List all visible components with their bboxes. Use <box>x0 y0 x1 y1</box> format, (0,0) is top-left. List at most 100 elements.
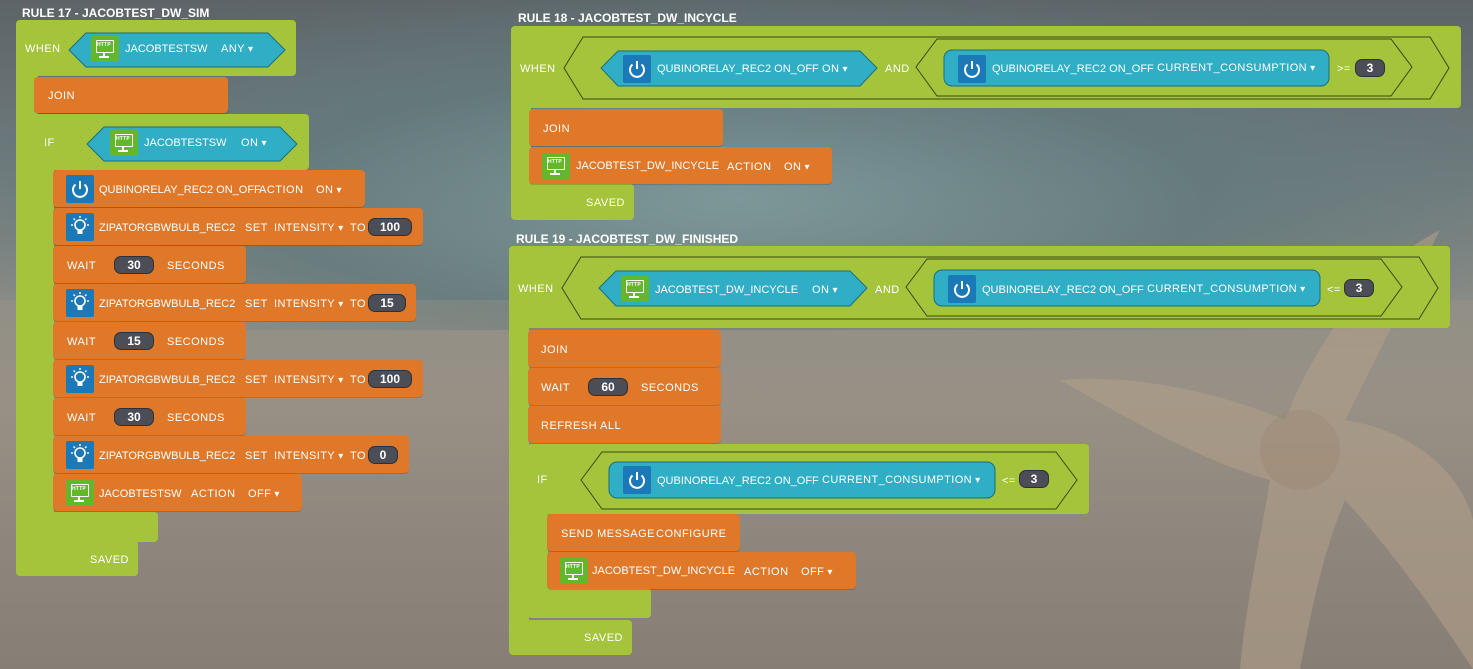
when-label: WHEN <box>520 63 556 75</box>
device-property[interactable] <box>933 269 1321 307</box>
if-condition[interactable] <box>86 126 298 162</box>
join-block[interactable] <box>34 77 228 113</box>
bulb-icon <box>66 213 94 241</box>
property-dropdown[interactable]: INTENSITY <box>274 222 344 234</box>
value-input[interactable]: 3 <box>1355 59 1385 77</box>
value-input[interactable]: 0 <box>368 446 398 464</box>
set-label: SET <box>245 298 268 310</box>
if-label: IF <box>537 474 548 486</box>
power-icon <box>66 175 94 203</box>
property-dropdown[interactable]: INTENSITY <box>274 298 344 310</box>
action-label: ACTION <box>259 184 304 196</box>
action-value-dropdown[interactable]: OFF <box>248 488 280 500</box>
join-label: JOIN <box>541 344 569 356</box>
action-block-relay[interactable] <box>53 170 365 207</box>
property-dropdown[interactable]: CURRENT_CONSUMPTION <box>1157 62 1316 74</box>
join-label: JOIN <box>48 90 76 102</box>
operator-label: >= <box>1337 63 1351 75</box>
device-name: QUBINORELAY_REC2 ON_OFF <box>992 63 1154 75</box>
wait-value-input[interactable]: 15 <box>114 332 154 350</box>
device-name: QUBINORELAY_REC2 ON_OFF <box>657 63 819 75</box>
device-property[interactable] <box>608 461 996 499</box>
power-icon <box>958 55 986 83</box>
device-name: ZIPATORGBWBULB_REC2 <box>99 450 236 462</box>
join-block[interactable] <box>528 330 721 367</box>
value-input[interactable]: 3 <box>1344 279 1374 297</box>
set-block-bulb[interactable] <box>53 436 409 473</box>
value-input[interactable]: 3 <box>1019 470 1049 488</box>
rule-17-body <box>16 70 38 575</box>
saved-status: SAVED <box>586 197 625 209</box>
rule-18-footer <box>511 184 634 220</box>
saved-status: SAVED <box>584 632 623 644</box>
if-label: IF <box>44 137 55 149</box>
device-property[interactable] <box>943 49 1330 87</box>
message-target-link[interactable]: CONFIGURE <box>656 528 727 540</box>
and-label: AND <box>885 63 910 75</box>
state-dropdown[interactable]: ON <box>822 63 848 75</box>
trigger-condition[interactable] <box>68 32 286 68</box>
if-state-dropdown[interactable]: ON <box>241 137 267 149</box>
value-input[interactable]: 15 <box>368 294 406 312</box>
rule-18-body <box>511 100 531 210</box>
device-name: JACOBTEST_DW_INCYCLE <box>576 160 720 172</box>
action-value-dropdown[interactable]: ON <box>784 161 810 173</box>
send-message-block[interactable] <box>547 514 740 551</box>
wait-value-input[interactable]: 60 <box>588 378 628 396</box>
set-block-bulb[interactable] <box>53 208 423 245</box>
seconds-label: SECONDS <box>167 412 225 424</box>
device-name: QUBINORELAY_REC2 ON_OFF <box>657 475 819 487</box>
condition-1[interactable] <box>600 50 878 87</box>
bulb-icon <box>66 441 94 469</box>
to-label: TO <box>350 222 367 234</box>
value-input[interactable]: 100 <box>368 370 412 388</box>
rule-19-footer <box>509 620 632 655</box>
action-value-dropdown[interactable]: OFF <box>801 566 833 578</box>
wait-label: WAIT <box>67 412 97 424</box>
http-device-icon: HTTP <box>621 276 649 302</box>
property-dropdown[interactable]: CURRENT_CONSUMPTION <box>822 474 981 486</box>
wait-value-input[interactable]: 30 <box>114 408 154 426</box>
trigger-device: JACOBTESTSW <box>125 43 208 55</box>
if-device: JACOBTESTSW <box>144 137 227 149</box>
set-block-bulb[interactable] <box>53 360 423 397</box>
property-dropdown[interactable]: INTENSITY <box>274 450 344 462</box>
if-footer <box>528 588 651 618</box>
device-name: QUBINORELAY_REC2 ON_OFF <box>982 284 1144 296</box>
wait-value-input[interactable]: 30 <box>114 256 154 274</box>
seconds-label: SECONDS <box>641 382 699 394</box>
bulb-icon <box>66 289 94 317</box>
rule-19-body <box>509 320 529 650</box>
http-device-icon: HTTP <box>542 153 570 179</box>
action-label: ACTION <box>727 161 772 173</box>
bulb-icon <box>66 365 94 393</box>
http-device-icon: HTTP <box>91 36 119 62</box>
and-label: AND <box>875 284 900 296</box>
if-body <box>528 505 548 615</box>
power-icon <box>623 55 651 83</box>
set-label: SET <box>245 222 268 234</box>
device-name: JACOBTESTSW <box>99 488 182 500</box>
property-dropdown[interactable]: INTENSITY <box>274 374 344 386</box>
value-input[interactable]: 100 <box>368 218 412 236</box>
http-device-icon: HTTP <box>110 130 138 156</box>
set-label: SET <box>245 374 268 386</box>
condition-1[interactable] <box>598 270 868 307</box>
device-name: QUBINORELAY_REC2 ON_OFF <box>99 184 261 196</box>
http-device-icon: HTTP <box>66 480 94 506</box>
action-block[interactable] <box>529 147 832 184</box>
trigger-state-dropdown[interactable]: ANY <box>221 43 253 55</box>
refresh-all-block[interactable] <box>528 406 721 443</box>
join-block[interactable] <box>529 109 723 146</box>
seconds-label: SECONDS <box>167 260 225 272</box>
action-value-dropdown[interactable]: ON <box>316 184 342 196</box>
rule-19-title: RULE 19 - JACOBTEST_DW_FINISHED <box>516 232 739 246</box>
state-dropdown[interactable]: ON <box>812 284 838 296</box>
set-block-bulb[interactable] <box>53 284 416 321</box>
saved-status: SAVED <box>90 554 129 566</box>
to-label: TO <box>350 298 367 310</box>
if-footer <box>34 512 158 542</box>
send-message-label: SEND MESSAGE <box>561 528 656 540</box>
action-label: ACTION <box>744 566 789 578</box>
property-dropdown[interactable]: CURRENT_CONSUMPTION <box>1147 283 1306 295</box>
